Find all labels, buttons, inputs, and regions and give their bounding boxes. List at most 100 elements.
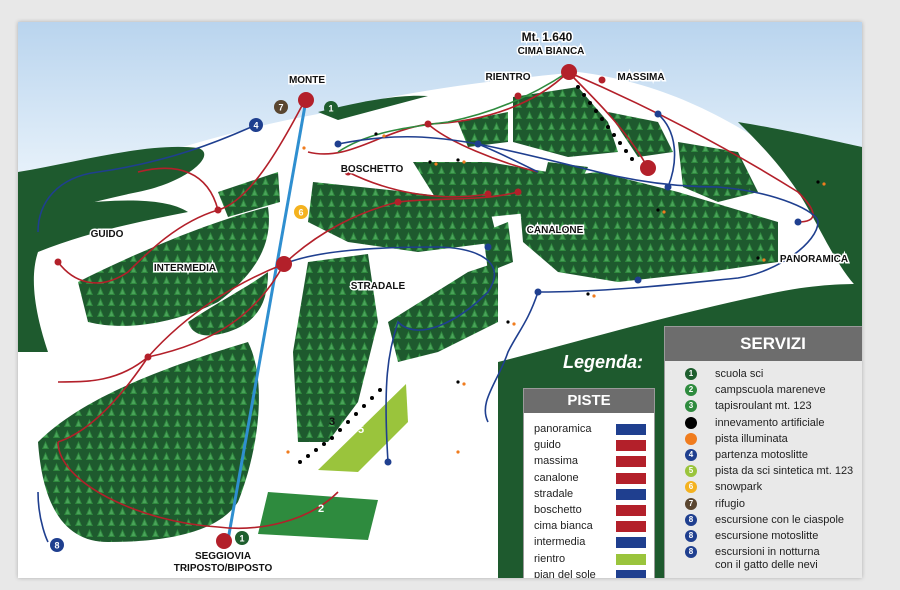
piste-color-swatch — [616, 569, 646, 578]
servizi-item-label: escursione con le ciaspole — [715, 513, 845, 526]
piste-item: rientro — [534, 552, 646, 567]
servizi-item-label: campscuola mareneve — [715, 384, 826, 397]
piste-item: intermedia — [534, 535, 646, 550]
label-monte: MONTE — [289, 75, 325, 86]
forest-left-edge — [18, 146, 205, 222]
label-seggiovia-type: TRIPOSTO/BIPOSTO — [174, 563, 273, 574]
marker-1-top: 1 — [324, 101, 338, 115]
piste-item-label: massima — [534, 455, 579, 468]
chairlift-line — [226, 99, 308, 541]
blue-runs — [37, 113, 819, 543]
piste-item-label: guido — [534, 439, 561, 452]
ski-map: 1 7 4 6 8 1 3 5 2 Mt. 1.640 CIMA BIANCA … — [18, 22, 862, 578]
servizi-item-label: snowpark — [715, 481, 763, 494]
svg-text:6: 6 — [298, 208, 303, 218]
piste-color-swatch — [616, 424, 646, 435]
label-boschetto: BOSCHETTO — [341, 164, 404, 175]
piste-item: canalone — [534, 471, 646, 486]
servizi-item-label: pista da sci sintetica mt. 123 — [715, 465, 854, 478]
svg-text:8: 8 — [54, 541, 59, 551]
servizi-marker-icon: 2 — [685, 384, 697, 397]
servizi-marker-icon — [685, 416, 697, 429]
marker-8: 8 — [50, 538, 64, 552]
piste-item: massima — [534, 454, 646, 469]
piste-item-label: rientro — [534, 552, 566, 565]
servizi-marker-icon: 8 — [685, 546, 697, 559]
marker-2: 2 — [318, 503, 324, 515]
label-guido: GUIDO — [91, 229, 124, 240]
summit-name: CIMA BIANCA — [518, 46, 585, 57]
lights-dots — [286, 134, 826, 454]
servizi-item-label: escursione motoslitte — [715, 530, 819, 542]
piste-item: pian del sole — [534, 568, 646, 578]
piste-color-swatch — [616, 488, 646, 500]
piste-color-swatch — [616, 553, 646, 565]
piste-color-swatch — [616, 505, 646, 516]
servizi-marker-icon: 8 — [685, 513, 697, 526]
marker-7: 7 — [274, 100, 288, 114]
mid-station — [276, 256, 292, 272]
piste-color-swatch — [616, 456, 646, 468]
snow-cannon-dots — [298, 85, 820, 464]
servizi-item-label: pista illuminata — [715, 432, 788, 445]
piste-item-label: panoramica — [534, 423, 592, 435]
servizi-legend: SERVIZI 1 scuola sci 2 campscuola mareneve 3… — [664, 326, 862, 578]
run-nodes — [54, 76, 802, 466]
servizi-marker-icon — [685, 432, 697, 445]
servizi-item-label: partenza motoslitte — [715, 449, 808, 461]
servizi-marker-icon: 4 — [685, 449, 697, 461]
legend-title: Legenda: — [563, 352, 644, 372]
marker-6: 6 — [294, 205, 308, 219]
label-intermedia: INTERMEDIA — [154, 263, 216, 274]
monte-station — [298, 92, 314, 108]
servizi-marker-icon: 7 — [685, 497, 697, 510]
label-canalone: CANALONE — [527, 225, 584, 236]
piste-item-label: stradale — [534, 487, 574, 500]
piste-item: guido — [534, 438, 646, 453]
marker-5: 5 — [358, 424, 364, 436]
piste-item: panoramica — [534, 422, 646, 437]
servizi-marker-icon: 5 — [685, 465, 697, 478]
svg-text:1: 1 — [328, 104, 333, 114]
piste-item: stradale — [534, 487, 646, 502]
piste-color-swatch — [616, 440, 646, 452]
piste-color-swatch — [616, 472, 646, 484]
massima-station — [640, 160, 656, 176]
servizi-item-label: escursioni in notturna — [715, 546, 820, 559]
servizi-item-label: tapisroulant mt. 123 — [715, 400, 812, 413]
servizi-marker-icon: 1 — [685, 368, 697, 380]
forest-top-strip — [318, 95, 428, 120]
label-stradale: STRADALE — [351, 281, 406, 292]
label-massima: MASSIMA — [617, 72, 664, 83]
base-station — [216, 533, 232, 549]
servizi-marker-icon: 8 — [685, 530, 697, 542]
green-run — [337, 71, 569, 153]
svg-text:7: 7 — [278, 103, 283, 113]
piste-item: cima bianca — [534, 519, 646, 534]
marker-1-bottom: 1 — [235, 531, 249, 545]
servizi-item-label: rifugio — [715, 497, 745, 510]
marker-3: 3 — [329, 416, 335, 428]
tree-clusters — [38, 87, 778, 542]
servizi-item-label: scuola sci — [715, 368, 764, 380]
piste-color-swatch — [616, 537, 646, 549]
label-seggiovia: SEGGIOVIA — [195, 551, 251, 562]
piste-item-label: intermedia — [534, 536, 586, 549]
label-panoramica: PANORAMICA — [780, 254, 848, 265]
piste-item-label: pian del sole — [534, 568, 596, 578]
piste-item: boschetto — [534, 503, 646, 518]
piste-item-label: boschetto — [534, 504, 582, 516]
svg-text:4: 4 — [253, 121, 258, 131]
marker-4: 4 — [249, 118, 263, 132]
servizi-item-label: con il gatto delle nevi — [715, 559, 818, 572]
label-rientro: RIENTRO — [486, 72, 531, 83]
forest-left — [18, 200, 188, 352]
servizi-title: SERVIZI — [665, 327, 862, 361]
area-2 — [258, 492, 378, 540]
forest-right — [738, 122, 862, 292]
servizi-marker-icon: 3 — [685, 400, 697, 413]
summit-altitude: Mt. 1.640 — [522, 30, 573, 44]
piste-item-label: canalone — [534, 471, 579, 484]
